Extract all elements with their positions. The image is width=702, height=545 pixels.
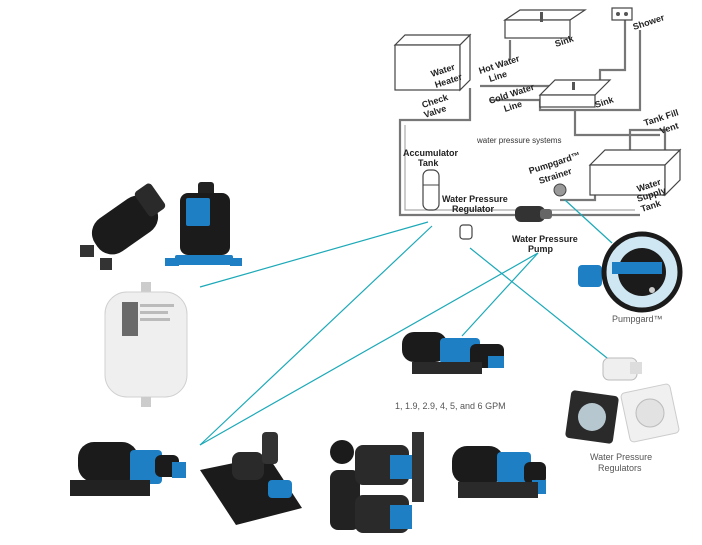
label-regulator-line1: Water Pressure: [442, 194, 508, 204]
caption-pumpgard: Pumpgard™: [612, 314, 663, 324]
shower-fixture: [611, 7, 633, 21]
regulator-schematic: [459, 224, 473, 240]
pump-bottom-4-product: [452, 446, 546, 498]
expansion-tank-product: [104, 282, 188, 407]
label-pump-line2: Pump: [528, 244, 554, 254]
label-regulator-line2: Regulator: [452, 204, 495, 214]
label-pump-line1: Water Pressure: [512, 234, 578, 244]
water-heater: [393, 33, 472, 92]
accumulator-small-product: [80, 183, 166, 270]
regulator-white-product: [602, 357, 642, 381]
sink-middle: [538, 79, 612, 108]
accumulator-blue-label-product: [165, 182, 242, 266]
connector-lines: [199, 199, 613, 446]
accumulator-tank-schematic: [422, 169, 440, 211]
pumpgard-strainer-product: [578, 231, 683, 313]
strainer-schematic: [553, 183, 567, 197]
pressure-pump-middle-product: [402, 332, 504, 374]
pump-bottom-1-product: [70, 442, 186, 496]
pump-bottom-3-product: [330, 432, 424, 533]
pump-schematic: [515, 206, 552, 222]
label-accumulator-line2: Tank: [418, 158, 439, 168]
caption-regulators-line2: Regulators: [598, 463, 642, 473]
regulator-square-white-product: [620, 383, 680, 443]
label-sink-middle: Sink: [594, 94, 616, 110]
label-shower: Shower: [632, 12, 666, 32]
center-note: water pressure systems: [476, 136, 561, 145]
label-accumulator-line1: Accumulator: [403, 148, 459, 158]
water-supply-tank: [588, 148, 682, 197]
pump-bottom-2-product: [200, 432, 302, 525]
caption-regulators-line1: Water Pressure: [590, 452, 652, 462]
label-tank-fill-line2: Vent: [659, 121, 680, 136]
regulator-square-dark-product: [565, 390, 619, 444]
sink-top: [503, 9, 587, 39]
caption-gpm: 1, 1.9, 2.9, 4, 5, and 6 GPM: [395, 401, 506, 411]
